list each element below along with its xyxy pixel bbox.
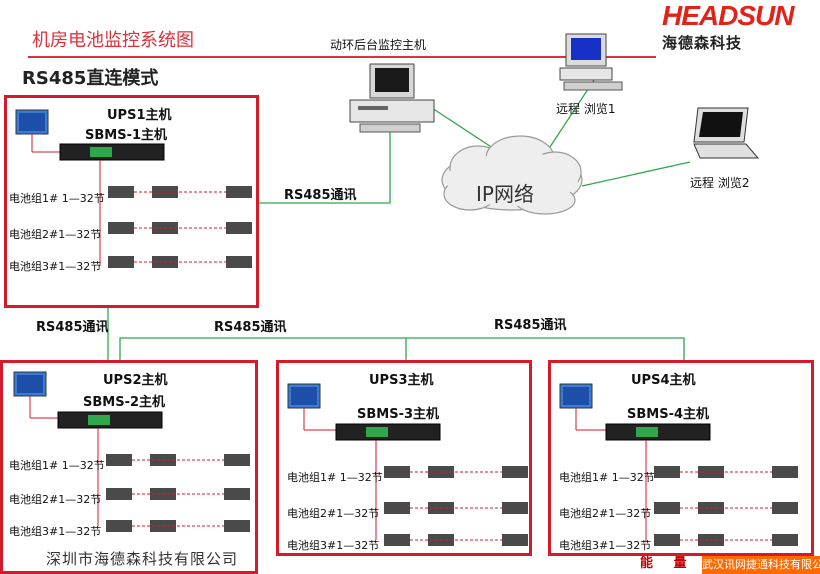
ups4-box: UPS4主机 SBMS-4主机 电池组1# 1—32节 电池组2#1—32节 电… <box>548 360 814 556</box>
ip-network-label: IP网络 <box>476 182 534 206</box>
ups4-devices <box>559 383 798 546</box>
diagram-title: 机房电池监控系统图 <box>32 30 194 51</box>
host-computer <box>349 63 435 133</box>
rs485-label-ups2: RS485通讯 <box>36 320 109 335</box>
mode-subtitle: RS485直连模式 <box>22 68 159 89</box>
rs485-label-ups3: RS485通讯 <box>214 320 287 335</box>
ups3-name: UPS3主机 <box>369 373 434 388</box>
ups3-devices <box>287 383 528 546</box>
title-underline <box>28 56 656 58</box>
ups2-battery-1: 电池组1# 1—32节 <box>9 459 105 472</box>
energy-watermark: 能 量 <box>640 556 695 571</box>
cloud-to-remote2-link <box>581 161 691 187</box>
remote2-laptop <box>693 107 760 159</box>
ups2-name: UPS2主机 <box>103 373 168 388</box>
ups1-battery-1: 电池组1# 1—32节 <box>9 192 105 205</box>
ups4-battery-3: 电池组3#1—32节 <box>559 539 652 552</box>
ups3-battery-2: 电池组2#1—32节 <box>287 507 380 520</box>
ups2-sbms: SBMS-2主机 <box>83 395 166 410</box>
rs485-label-ups4: RS485通讯 <box>494 318 567 333</box>
ups1-battery-2: 电池组2#1—32节 <box>9 228 102 241</box>
ups4-battery-1: 电池组1# 1—32节 <box>559 471 655 484</box>
remote1-label: 远程 浏览1 <box>556 102 616 116</box>
ups3-battery-3: 电池组3#1—32节 <box>287 539 380 552</box>
ups2-battery-3: 电池组3#1—32节 <box>9 525 102 538</box>
logo-wordmark: HEADSUN <box>662 0 794 31</box>
ups1-devices <box>15 109 252 268</box>
ups2-battery-2: 电池组2#1—32节 <box>9 493 102 506</box>
ups1-name: UPS1主机 <box>107 108 172 123</box>
ups4-name: UPS4主机 <box>631 373 696 388</box>
rs485-bus <box>119 337 685 362</box>
company-footer: 深圳市海德森科技有限公司 <box>46 550 239 568</box>
logo-chinese: 海德森科技 <box>662 34 743 52</box>
ups2-box: UPS2主机 SBMS-2主机 电池组1# 1—32节 电池组2#1—32节 电… <box>0 360 258 574</box>
ups4-sbms: SBMS-4主机 <box>627 407 710 422</box>
rs485-label-ups1: RS485通讯 <box>284 188 357 203</box>
ups1-box: UPS1主机 SBMS-1主机 电池组1# 1—32节 电池组2#1—32节 电… <box>4 95 259 308</box>
ups4-battery-2: 电池组2#1—32节 <box>559 507 652 520</box>
ups3-sbms: SBMS-3主机 <box>357 407 440 422</box>
ups1-sbms: SBMS-1主机 <box>85 128 168 143</box>
remote2-label: 远程 浏览2 <box>690 176 750 190</box>
ups3-battery-1: 电池组1# 1—32节 <box>287 471 383 484</box>
ups1-to-host-link <box>258 132 391 204</box>
brand-bar: 武汉讯网捷通科技有限公司 <box>702 556 820 574</box>
ups3-box: UPS3主机 SBMS-3主机 电池组1# 1—32节 电池组2#1—32节 电… <box>276 360 532 556</box>
remote1-computer <box>559 33 623 91</box>
headsun-logo: HEADSUN 海德森科技 <box>662 0 812 56</box>
host-label: 动环后台监控主机 <box>330 38 427 52</box>
ups1-battery-3: 电池组3#1—32节 <box>9 260 102 273</box>
ups2-devices <box>13 371 250 532</box>
